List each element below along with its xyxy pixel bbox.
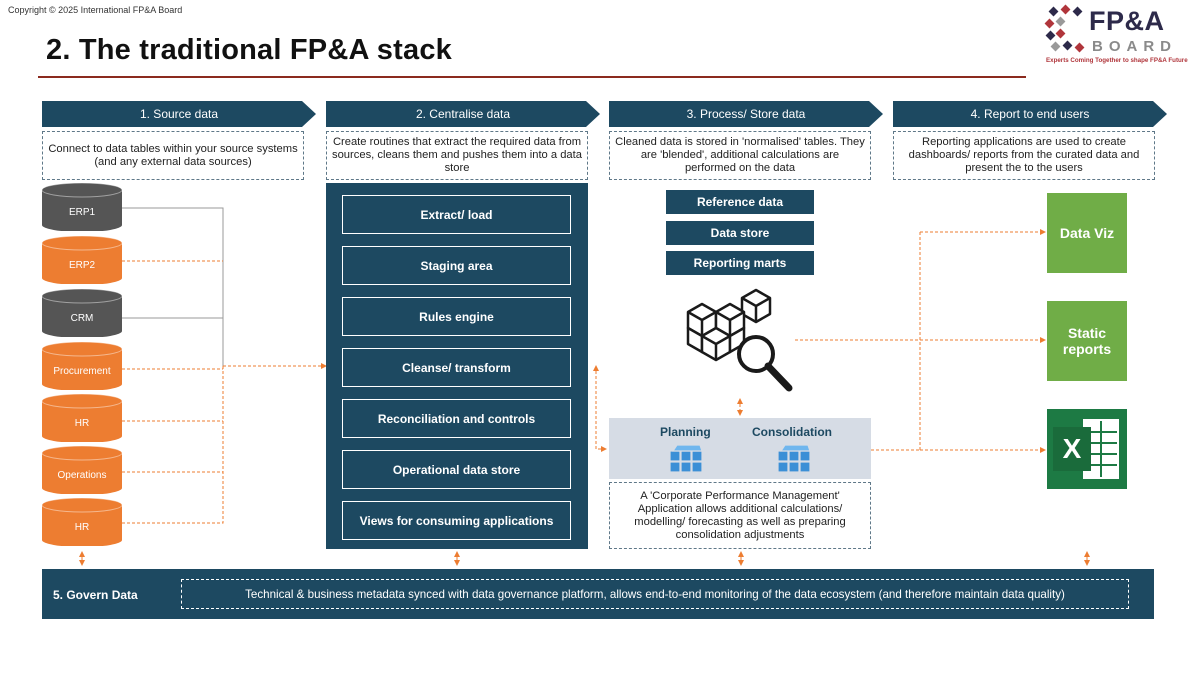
source-cylinder-6 (42, 446, 122, 494)
stage-process-store-data: 3. Process/ Store data (609, 101, 883, 127)
step-staging-area: Staging area (342, 246, 571, 285)
source-label-1: ERP1 (68, 207, 96, 218)
step-cleanse-transform: Cleanse/ transform (342, 348, 571, 387)
stage-source-data: 1. Source data (42, 101, 316, 127)
source-cylinder-4 (42, 342, 122, 390)
source-label-7: HR (74, 522, 90, 533)
logo-tagline: Experts Coming Together to shape FP&A Fu… (1046, 57, 1188, 64)
cpm-consolidation-label: Consolidation (752, 425, 832, 439)
page-title: 2. The traditional FP&A stack (46, 34, 452, 66)
source-cylinder-7 (42, 498, 122, 546)
stage-source-desc: Connect to data tables within your sourc… (42, 131, 304, 180)
step-extract-load: Extract/ load (342, 195, 571, 234)
source-cylinder-5 (42, 394, 122, 442)
consolidation-cube-icon (777, 444, 811, 473)
stage-centralise-data: 2. Centralise data (326, 101, 600, 127)
step-reconciliation-controls: Reconciliation and controls (342, 399, 571, 438)
source-label-2: ERP2 (68, 260, 96, 271)
store-reporting-marts: Reporting marts (666, 251, 814, 275)
stage-process-desc: Cleaned data is stored in 'normalised' t… (609, 131, 871, 180)
source-label-4: Procurement (53, 366, 111, 377)
cpm-planning-label: Planning (660, 425, 711, 439)
step-rules-engine: Rules engine (342, 297, 571, 336)
title-divider (38, 76, 1026, 78)
source-cylinder-3 (42, 289, 122, 337)
stage-report-to-end-users: 4. Report to end users (893, 101, 1167, 127)
excel-icon: X (1047, 409, 1127, 489)
report-data-viz: Data Viz (1047, 193, 1127, 273)
stage-centralise-desc: Create routines that extract the require… (326, 131, 588, 180)
source-label-5: HR (74, 418, 90, 429)
store-data-store: Data store (666, 221, 814, 245)
planning-cube-icon (669, 444, 703, 473)
govern-data-desc: Technical & business metadata synced wit… (181, 579, 1129, 609)
cpm-panel (609, 418, 871, 479)
store-reference-data: Reference data (666, 190, 814, 214)
source-label-6: Operations (57, 470, 107, 481)
logo-wordmark: FP&A (1089, 6, 1165, 36)
excel-x-glyph: X (1053, 427, 1091, 471)
logo-subword: BOARD (1092, 38, 1177, 55)
source-cylinder-1 (42, 183, 122, 231)
step-operational-data-store: Operational data store (342, 450, 571, 489)
govern-data-bar (42, 569, 1154, 619)
source-label-3: CRM (70, 313, 94, 324)
govern-data-label: 5. Govern Data (53, 588, 138, 602)
step-views-consuming-apps: Views for consuming applications (342, 501, 571, 540)
cpm-description: A 'Corporate Performance Management' App… (609, 482, 871, 549)
source-cylinder-2 (42, 236, 122, 284)
data-cubes-magnifier-icon (686, 288, 793, 392)
copyright-text: Copyright © 2025 International FP&A Boar… (8, 5, 183, 15)
fpa-board-logo-icon (1044, 4, 1085, 53)
stage-report-desc: Reporting applications are used to creat… (893, 131, 1155, 180)
report-static-reports: Static reports (1047, 301, 1127, 381)
